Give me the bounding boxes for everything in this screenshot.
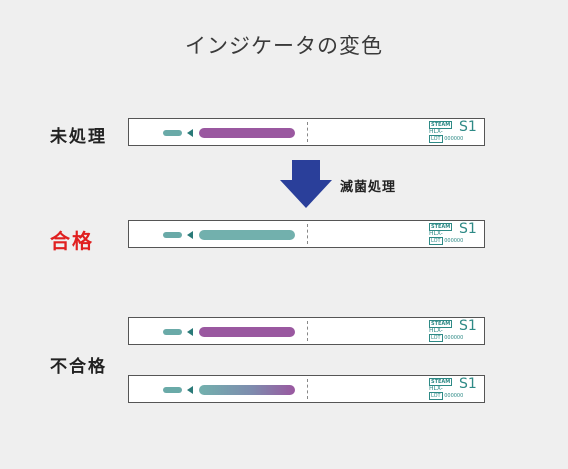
cut-line — [307, 379, 308, 399]
steam-badge: STEAM — [429, 320, 453, 328]
steam-badge: STEAM — [429, 378, 453, 386]
lot-badge: LOT — [429, 334, 443, 342]
indicator-strip-pass: STEAM HLX- LOT 000000 S1 — [128, 220, 485, 248]
lot-badge: LOT — [429, 237, 443, 245]
cut-line — [307, 122, 308, 142]
arrow-left-icon — [187, 328, 193, 336]
lot-line: LOT 000000 — [429, 135, 464, 143]
indicator-bar-gradient — [199, 385, 295, 395]
model-s1: S1 — [459, 119, 477, 135]
hlx-text: HLX- — [429, 230, 443, 237]
cut-line — [307, 224, 308, 244]
lot-badge: LOT — [429, 392, 443, 400]
label-untreated: 未処理 — [50, 127, 107, 147]
lot-number: 000000 — [444, 335, 464, 341]
arrow-left-icon — [187, 129, 193, 137]
hlx-text: HLX- — [429, 327, 443, 334]
reference-pill — [163, 130, 182, 136]
lot-line: LOT 000000 — [429, 237, 464, 245]
lot-line: LOT 000000 — [429, 392, 464, 400]
steam-badge: STEAM — [429, 121, 453, 129]
arrow-left-icon — [187, 231, 193, 239]
lot-line: LOT 000000 — [429, 334, 464, 342]
indicator-bar-purple — [199, 327, 295, 337]
reference-pill — [163, 329, 182, 335]
lot-number: 000000 — [444, 136, 464, 142]
reference-pill — [163, 387, 182, 393]
model-s1: S1 — [459, 376, 477, 392]
indicator-bar-teal — [199, 230, 295, 240]
reference-pill — [163, 232, 182, 238]
lot-number: 000000 — [444, 393, 464, 399]
lot-number: 000000 — [444, 238, 464, 244]
arrow-left-icon — [187, 386, 193, 394]
indicator-strip-untreated: STEAM HLX- LOT 000000 S1 — [128, 118, 485, 146]
indicator-bar-purple — [199, 128, 295, 138]
product-logo: STEAM HLX- LOT 000000 S1 — [429, 119, 481, 143]
lot-badge: LOT — [429, 135, 443, 143]
model-s1: S1 — [459, 318, 477, 334]
sterilization-label: 滅菌処理 — [340, 180, 397, 195]
down-arrow-icon — [280, 160, 332, 208]
product-logo: STEAM HLX- LOT 000000 S1 — [429, 318, 481, 342]
indicator-strip-fail-1: STEAM HLX- LOT 000000 S1 — [128, 317, 485, 345]
product-logo: STEAM HLX- LOT 000000 S1 — [429, 221, 481, 245]
cut-line — [307, 321, 308, 341]
steam-badge: STEAM — [429, 223, 453, 231]
indicator-strip-fail-2: STEAM HLX- LOT 000000 S1 — [128, 375, 485, 403]
model-s1: S1 — [459, 221, 477, 237]
label-fail: 不合格 — [50, 357, 107, 377]
product-logo: STEAM HLX- LOT 000000 S1 — [429, 376, 481, 400]
hlx-text: HLX- — [429, 385, 443, 392]
page-title: インジケータの変色 — [185, 34, 383, 58]
label-pass: 合格 — [50, 229, 94, 253]
hlx-text: HLX- — [429, 128, 443, 135]
